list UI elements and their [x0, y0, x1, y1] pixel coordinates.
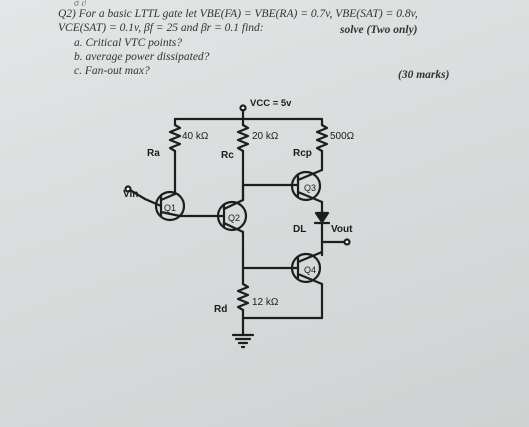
vcc-label: VCC = 5v	[250, 98, 292, 109]
diode-label: DL	[293, 224, 306, 235]
rcp-label: Rcp	[293, 148, 312, 159]
r3-value: 500Ω	[330, 131, 355, 142]
question-line-1: Q2) For a basic LTTL gate let VBE(FA) = …	[58, 8, 418, 20]
ra-label: Ra	[147, 148, 160, 159]
vout-terminal	[343, 238, 351, 246]
part-b: b. average power dissipated?	[74, 51, 210, 63]
diode-dl	[314, 211, 330, 224]
pencil-scribble: σ ∂	[74, 0, 87, 9]
resistor-rcp	[315, 123, 329, 153]
vin-terminal	[124, 185, 132, 193]
vout-label: Vout	[331, 224, 353, 235]
r4-value: 12 kΩ	[252, 297, 279, 308]
vin-label: Vin	[123, 189, 138, 200]
part-a: a. Critical VTC points?	[74, 37, 182, 49]
r2-value: 20 kΩ	[252, 131, 279, 142]
q2-label: Q2	[228, 213, 240, 223]
rd-label: Rd	[214, 304, 227, 315]
transistor-q3	[290, 170, 322, 202]
q3-label: Q3	[304, 183, 316, 193]
r1-value: 40 kΩ	[182, 131, 209, 142]
resistor-rc	[236, 123, 250, 153]
solve-note: solve (Two only)	[340, 24, 418, 36]
transistor-q1	[154, 190, 186, 222]
part-c: c. Fan-out max?	[74, 65, 150, 77]
resistor-ra	[168, 123, 182, 153]
marks-note: (30 marks)	[398, 69, 450, 81]
question-line-2: VCE(SAT) = 0.1v, βf = 25 and βr = 0.1 fi…	[58, 22, 264, 34]
q1-label: Q1	[164, 203, 176, 213]
rc-label: Rc	[221, 150, 234, 161]
q4-label: Q4	[304, 265, 316, 275]
resistor-rd	[236, 282, 250, 312]
